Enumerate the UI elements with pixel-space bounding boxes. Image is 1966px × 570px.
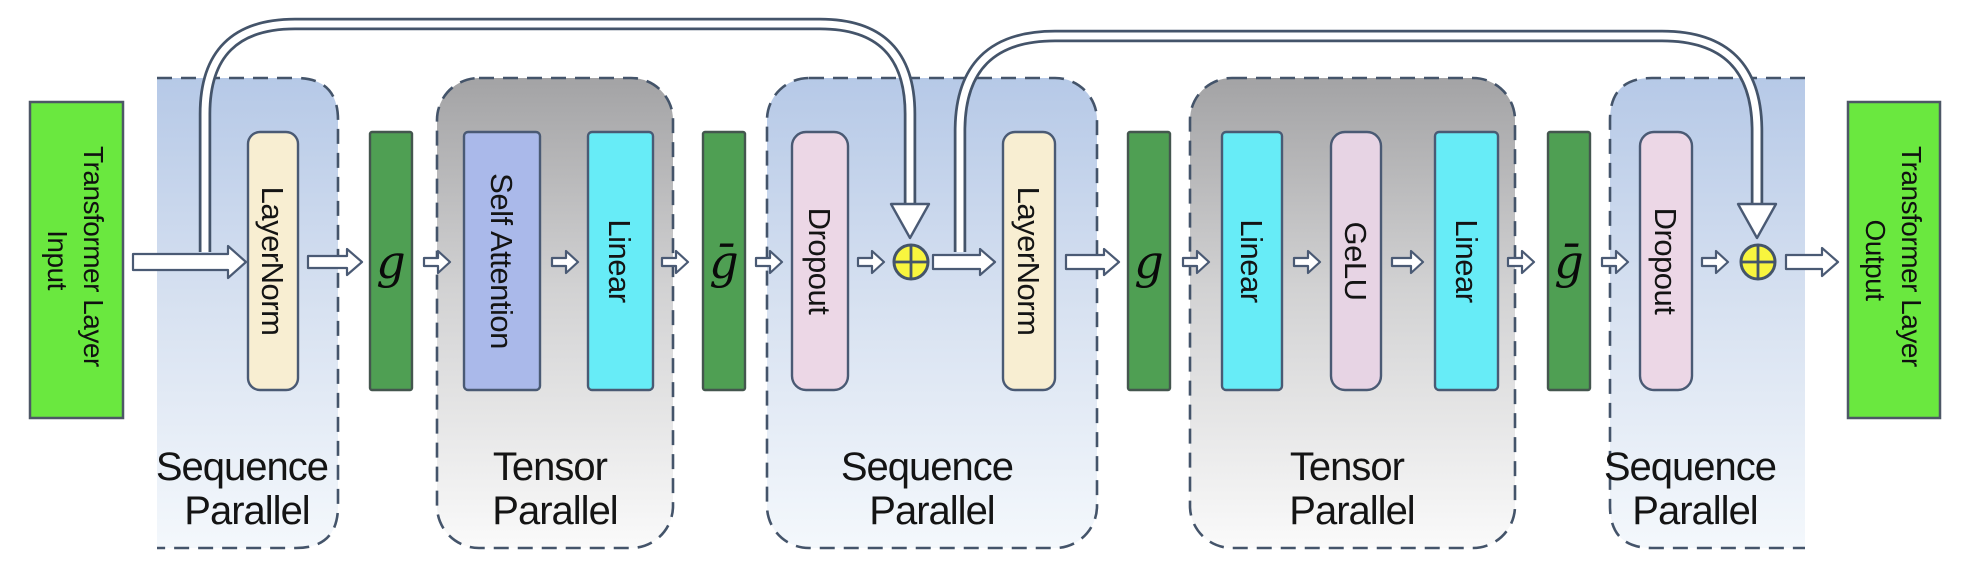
- arrow-gbar2-to-dropout2: [1600, 249, 1630, 275]
- region-2-label-line2: Parallel: [492, 489, 617, 533]
- arrow-dropout2-to-add2: [1700, 249, 1730, 275]
- arrow-g1-to-selfattention: [422, 249, 452, 275]
- block-dropout-1: [790, 130, 850, 392]
- block-layernorm-1: [246, 130, 300, 392]
- arrow-linear2-to-gelu: [1292, 249, 1322, 275]
- transformer-output-label-line2: Output: [1860, 219, 1891, 301]
- region-5-label-line2: Parallel: [1632, 489, 1757, 533]
- arrow-gbar1-to-dropout1: [754, 249, 784, 275]
- block-layernorm-2: [1001, 130, 1057, 392]
- arrow-layernorm2-to-g2: [1064, 247, 1121, 277]
- linear-1-label: Linear: [602, 219, 637, 302]
- block-g-1: [368, 130, 414, 392]
- block-self-attention: [462, 130, 542, 392]
- block-g-2: [1126, 130, 1172, 392]
- layernorm-2-label: LayerNorm: [1011, 187, 1046, 336]
- transformer-output-label: Transformer Layer Output: [1860, 146, 1927, 374]
- residual-arrowhead-1: [889, 202, 931, 240]
- layernorm-1-label: LayerNorm: [255, 187, 290, 336]
- residual-arrowhead-2: [1736, 202, 1778, 240]
- gbar-1-label: ḡ: [709, 235, 738, 289]
- linear-3-label: Linear: [1449, 219, 1484, 302]
- arrow-selfattention-to-linear1: [550, 249, 580, 275]
- region-1-label-line2: Parallel: [184, 489, 309, 533]
- block-gbar-1: [701, 130, 747, 392]
- g-2-label: g: [1134, 235, 1163, 289]
- region-2-label-line1: Tensor: [493, 445, 608, 489]
- residual-add-icon-2: [1739, 243, 1777, 281]
- gbar-2-label: ḡ: [1554, 235, 1583, 289]
- region-5-label-line1: Sequence: [1604, 445, 1776, 489]
- arrow-linear1-to-gbar1: [660, 249, 690, 275]
- region-label-sequence-parallel-3: Sequence Parallel: [1604, 445, 1786, 533]
- transformer-input-label-line2: Input: [42, 230, 73, 290]
- g-1-label: g: [376, 235, 405, 289]
- transformer-output-label-line1: Transformer Layer: [1896, 146, 1927, 367]
- region-1-label-line1: Sequence: [156, 445, 328, 489]
- region-label-tensor-parallel-2: Tensor Parallel: [1289, 445, 1414, 533]
- block-linear-2: [1220, 130, 1284, 392]
- block-gbar-2: [1546, 130, 1592, 392]
- block-gelu: [1329, 130, 1383, 392]
- arrow-g2-to-linear2: [1181, 249, 1211, 275]
- transformer-input-label: Transformer Layer Input: [42, 146, 109, 374]
- residual-connection-2-inner: [956, 32, 1761, 252]
- transformer-input-label-line1: Transformer Layer: [78, 146, 109, 367]
- transformer-output-box: [1846, 100, 1942, 420]
- arrow-gelu-to-linear3: [1390, 249, 1425, 275]
- arrow-layernorm1-to-g1: [306, 247, 364, 277]
- block-linear-3: [1433, 130, 1500, 392]
- gelu-label: GeLU: [1338, 222, 1373, 301]
- linear-2-label: Linear: [1234, 219, 1269, 302]
- arrow-add2-to-output: [1784, 246, 1840, 278]
- dropout-2-label: Dropout: [1648, 208, 1683, 316]
- block-dropout-2: [1638, 130, 1694, 392]
- self-attention-label: Self Attention: [484, 173, 519, 349]
- region-4-label-line1: Tensor: [1290, 445, 1405, 489]
- residual-add-icon-1: [892, 243, 930, 281]
- residual-connection-1-inner: [201, 20, 914, 252]
- block-linear-1: [586, 130, 655, 392]
- region-4-label-line2: Parallel: [1289, 489, 1414, 533]
- region-3-label-line1: Sequence: [841, 445, 1013, 489]
- region-label-sequence-parallel-1: Sequence Parallel: [156, 445, 338, 533]
- arrow-dropout1-to-add1: [856, 249, 886, 275]
- arrow-add1-to-layernorm2: [931, 247, 997, 277]
- arrow-input-to-layernorm: [131, 244, 248, 280]
- transformer-input-box: [28, 100, 125, 420]
- arrow-linear3-to-gbar2: [1506, 249, 1536, 275]
- region-3-label-line2: Parallel: [869, 489, 994, 533]
- dropout-1-label: Dropout: [802, 208, 837, 316]
- region-label-tensor-parallel-1: Tensor Parallel: [492, 445, 617, 533]
- region-label-sequence-parallel-2: Sequence Parallel: [841, 445, 1023, 533]
